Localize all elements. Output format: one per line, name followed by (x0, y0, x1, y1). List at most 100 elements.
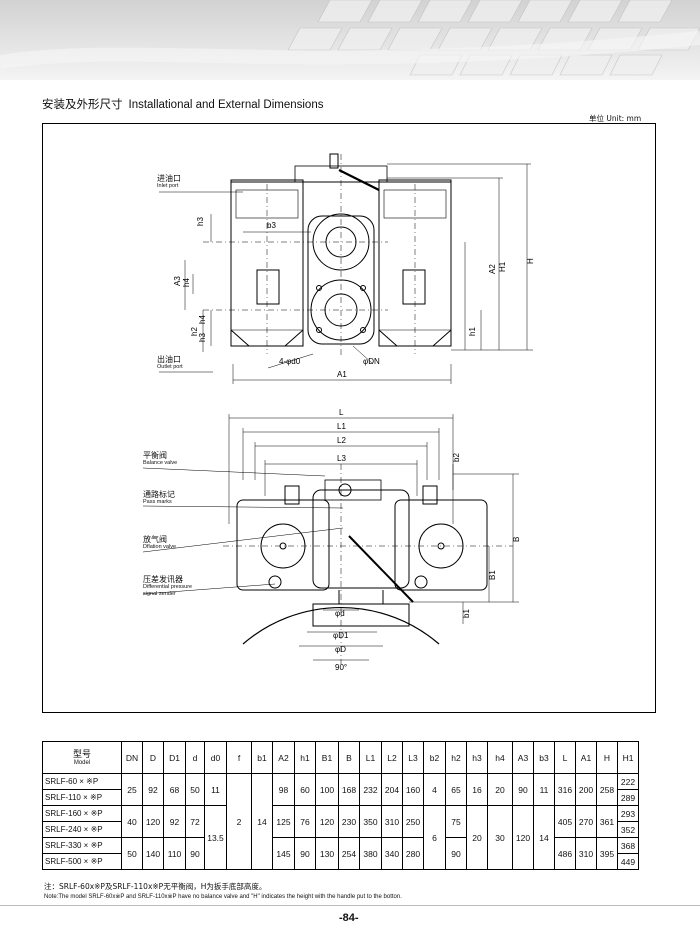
col-header: h3 (466, 741, 488, 774)
col-header: D (142, 741, 164, 774)
cell-H1: 368 (617, 837, 639, 854)
cell-L: 486 (554, 837, 576, 870)
table-row: SRLF-60 × ※P 25 92 68 50 11 2 14 98 60 1… (42, 773, 639, 870)
cell-h2: 75 (445, 805, 467, 838)
cell-B: 168 (338, 773, 360, 806)
cell-h2: 90 (445, 837, 467, 870)
header-banner (0, 0, 700, 80)
cell-h3: 20 (466, 805, 488, 870)
cell-L: 405 (554, 805, 576, 838)
cell-L: 316 (554, 773, 576, 806)
cell-B: 230 (338, 805, 360, 838)
drawing-svg: h3 b3 h4 A3 h2 h4 h3 A2 H1 H h1 4-φd0 φD… (142, 153, 535, 672)
cell-A3: 120 (512, 805, 534, 870)
model-cell: SRLF-160 × ※P (42, 805, 122, 822)
cell-D: 120 (142, 805, 164, 838)
cell-H1: 352 (617, 821, 639, 838)
dim-b1: b1 (462, 609, 471, 618)
col-header: b3 (533, 741, 555, 774)
col-header: h4 (487, 741, 513, 774)
col-header: f (226, 741, 252, 774)
cell-D1: 68 (163, 773, 186, 806)
col-header: L2 (381, 741, 403, 774)
dim-h1: h1 (468, 327, 477, 336)
cell-A3: 90 (512, 773, 534, 806)
cell-A1: 200 (575, 773, 597, 806)
cell-h1: 60 (294, 773, 316, 806)
cell-L1: 232 (359, 773, 382, 806)
dim-h4-top: h4 (182, 278, 191, 287)
dim-B1: B1 (488, 570, 497, 580)
unit-label: 单位 Unit: mm (589, 114, 642, 123)
cell-d: 90 (185, 837, 205, 870)
col-header: H1 (617, 741, 639, 774)
dimension-drawing: h3 b3 h4 A3 h2 h4 h3 A2 H1 H h1 4-φd0 φD… (42, 123, 656, 713)
cell-L2: 310 (381, 805, 403, 838)
table-row: SRLF-160 × ※P 40 120 92 72 13.5 125 76 1… (42, 805, 639, 870)
dim-H1: H1 (498, 261, 507, 272)
keyboard-texture (0, 0, 700, 76)
dim-L3: L3 (337, 454, 346, 463)
cell-L3: 250 (402, 805, 424, 838)
cell-b3: 14 (533, 805, 555, 870)
cell-B: 254 (338, 837, 360, 870)
note-cn: 注：SRLF-60x※P及SRLF-110x※P无平衡阀，H为扳手底部高度。 (44, 882, 267, 891)
table-row: SRLF-240 × ※P 352 (42, 821, 639, 838)
cell-DN: 40 (121, 805, 143, 838)
col-header: h2 (445, 741, 467, 774)
cell-DN: 50 (121, 837, 143, 870)
dim-A3: A3 (173, 276, 182, 286)
cell-B1: 120 (315, 805, 339, 838)
dim-phi-D: φD (335, 645, 346, 654)
dim-H: H (526, 258, 535, 264)
table-row: SRLF-330 × ※P 50 140 110 90 145 90 130 2… (42, 837, 639, 870)
dim-phi-D1: φD1 (333, 631, 349, 640)
cell-d: 72 (185, 805, 205, 838)
dim-phi-d: φd (335, 609, 345, 618)
dim-90deg: 90° (335, 663, 347, 672)
col-header: D1 (163, 741, 186, 774)
col-header: B (338, 741, 360, 774)
dim-DN: φDN (363, 357, 380, 366)
cell-L1: 380 (359, 837, 382, 870)
cell-H1: 293 (617, 805, 639, 822)
cell-b2: 4 (423, 773, 446, 806)
cell-b1: 14 (251, 773, 273, 870)
cell-A2: 145 (272, 837, 295, 870)
cell-h3: 16 (466, 773, 488, 806)
dim-4-d0: 4-φd0 (279, 357, 301, 366)
cell-D: 92 (142, 773, 164, 806)
cell-H: 258 (596, 773, 618, 806)
col-header: b2 (423, 741, 446, 774)
top-view-drawing (142, 414, 519, 664)
cell-B1: 100 (315, 773, 339, 806)
page-number: -84- (339, 912, 359, 924)
dim-A1: A1 (337, 370, 347, 379)
cell-A2: 98 (272, 773, 295, 806)
cell-d0: 13.5 (204, 805, 227, 870)
cell-D: 140 (142, 837, 164, 870)
col-header: A1 (575, 741, 597, 774)
cell-H1: 449 (617, 853, 639, 870)
dim-B: B (512, 537, 521, 542)
cell-L3: 160 (402, 773, 424, 806)
cell-b2: 6 (423, 805, 446, 870)
col-header: L1 (359, 741, 382, 774)
model-cell: SRLF-110 × ※P (42, 789, 122, 806)
col-header: L (554, 741, 576, 774)
dim-L2: L2 (337, 436, 346, 445)
cell-A1: 270 (575, 805, 597, 838)
table-row: SRLF-500 × ※P 449 (42, 853, 639, 870)
col-header: A2 (272, 741, 295, 774)
cell-D1: 110 (163, 837, 186, 870)
dim-h3-top: h3 (196, 217, 205, 226)
section-title-en: Installational and External Dimensions (128, 99, 324, 111)
